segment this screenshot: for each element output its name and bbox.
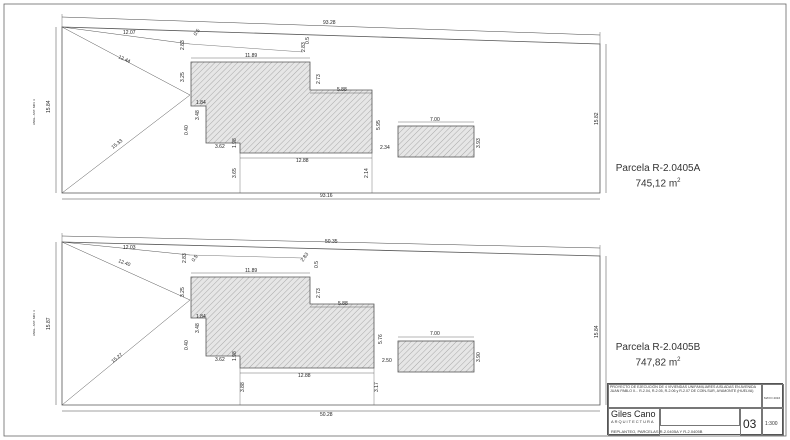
- dim-house-bottom: 12.88: [296, 158, 309, 164]
- dim-house-right2: 2.50: [382, 358, 392, 364]
- dim-annex-h: 3.93: [476, 138, 482, 148]
- tb-date-cell: [762, 384, 784, 408]
- tb-firm-cell: [608, 408, 660, 436]
- house-footprint-b: [190, 276, 375, 369]
- dim-d: 0.5: [314, 261, 320, 268]
- plot-a-area-exp: 2: [677, 178, 681, 184]
- plot-a-area: 745,12 m2: [603, 175, 713, 190]
- dim-right: 15.82: [594, 112, 600, 125]
- dim-annex-w: 7.00: [430, 117, 440, 123]
- dim-annex-h: 3.90: [476, 352, 482, 362]
- tb-date: MAYO 2016: [764, 396, 781, 400]
- tb-project: PROYECTO DE EJECUCIÓN DE 4 VIVIENDAS UNI…: [610, 385, 756, 394]
- dim-diag1: 12.03: [123, 245, 136, 251]
- dim-house-bot-v1: 3.65: [232, 168, 238, 178]
- title-block: PROYECTO DE EJECUCIÓN DE 4 VIVIENDAS UNI…: [607, 383, 784, 436]
- dim-house-bot2: 1.98: [232, 138, 238, 148]
- dim-top: 50.35: [325, 239, 338, 245]
- tb-sheet-number: 03: [743, 417, 757, 431]
- annex-b: [397, 340, 475, 373]
- dim-house-in1: 1.84: [196, 314, 206, 320]
- dim-diag2: 12.40: [117, 258, 131, 268]
- dim-house-in2: 3.48: [195, 110, 201, 120]
- plot-a-label: Parcela R-2.0405A 745,12 m2: [603, 162, 713, 190]
- dim-left: 15.84: [46, 100, 52, 113]
- annex-a: [397, 125, 475, 158]
- dim-house-bot-v1: 3.88: [240, 382, 246, 392]
- plot-b-label: Parcela R-2.0405B 747,82 m2: [603, 341, 713, 369]
- dim-b: 0.5: [191, 254, 200, 263]
- dim-diag2: 12.44: [117, 54, 131, 65]
- dim-right: 15.84: [594, 325, 600, 338]
- dim-house-step1: 2.73: [316, 288, 322, 298]
- dim-bottom: 50.28: [320, 412, 333, 418]
- tb-info-cell: [660, 408, 740, 426]
- dim-house-in3: 0.40: [184, 340, 190, 350]
- plot-a-boundary: [61, 26, 601, 194]
- dim-house-in3: 0.40: [184, 125, 190, 135]
- dim-house-wing: 5.88: [337, 87, 347, 93]
- dim-annex-w: 7.00: [430, 331, 440, 337]
- dim-left-note: ANGL. ANT. MIN. 3: [32, 310, 36, 336]
- dim-house-bot-v2: 3.17: [374, 382, 380, 392]
- plot-a-area-value: 745,12 m: [635, 178, 678, 190]
- plot-b-area-value: 747,82 m: [635, 357, 678, 369]
- dim-c: 2.83: [300, 252, 311, 264]
- dim-diag3: 15.27: [111, 352, 125, 365]
- dim-house-right: 5.95: [376, 120, 382, 130]
- dim-house-left: 3.25: [180, 287, 186, 297]
- dim-house-step1: 2.73: [316, 74, 322, 84]
- dim-house-right2: 2.34: [380, 145, 390, 151]
- dim-house-bottom: 12.88: [298, 373, 311, 379]
- tb-number-cell: [740, 408, 762, 436]
- plot-b-boundary: [61, 241, 601, 406]
- dim-b: 0.5: [193, 28, 202, 37]
- plot-b: 50.35 50.28 15.87 ANGL. ANT. MIN. 3 15.8…: [32, 233, 607, 418]
- plot-b-area-exp: 2: [677, 357, 681, 363]
- tb-scale-cell: [762, 408, 784, 436]
- plot-a: 93.28 93.16 15.84 ANGL. ANT. MIN. 3 15.8…: [32, 14, 607, 200]
- dim-house-bot1: 3.62: [215, 144, 225, 150]
- dim-house-bot2: 1.98: [232, 351, 238, 361]
- dim-left: 15.87: [46, 317, 52, 330]
- tb-firm-sub: ARQUITECTURA: [611, 419, 655, 424]
- dim-house-right: 5.76: [378, 334, 384, 344]
- dim-house-top: 11.89: [245, 268, 257, 274]
- dim-house-wing: 5.88: [338, 301, 348, 307]
- sheet-frame: [3, 3, 787, 437]
- dim-diag1: 12.07: [123, 30, 136, 36]
- dim-bottom: 93.16: [320, 193, 333, 199]
- dim-left-note: ANGL. ANT. MIN. 3: [32, 99, 36, 125]
- dim-house-bot-v2: 2.14: [364, 168, 370, 178]
- dim-diag3: 15.33: [111, 138, 125, 151]
- dim-a: 2.83: [180, 40, 186, 50]
- plot-b-name: Parcela R-2.0405B: [615, 342, 701, 353]
- dim-house-bot1: 3.62: [215, 357, 225, 363]
- dim-house-in1: 1.84: [196, 100, 206, 106]
- dim-a: 2.83: [182, 253, 188, 263]
- dim-c: 2.83: [301, 42, 307, 52]
- plot-a-name: Parcela R-2.0405A: [615, 163, 701, 174]
- dim-house-top: 11.89: [245, 53, 257, 59]
- dim-house-in2: 3.48: [195, 323, 201, 333]
- dim-house-left: 3.25: [180, 72, 186, 82]
- house-footprint-a: [190, 61, 373, 154]
- tb-scale: 1:300: [765, 421, 778, 427]
- plot-b-area: 747,82 m2: [603, 354, 713, 369]
- tb-drawing-title: REPLANTEO, PARCELAS R-2.0405A Y R-2.0405…: [611, 429, 703, 434]
- tb-firm-name: Giles Cano: [611, 409, 656, 419]
- tb-project-cell: [608, 384, 762, 408]
- dim-d: 0.5: [305, 37, 311, 44]
- dim-top: 93.28: [323, 20, 336, 26]
